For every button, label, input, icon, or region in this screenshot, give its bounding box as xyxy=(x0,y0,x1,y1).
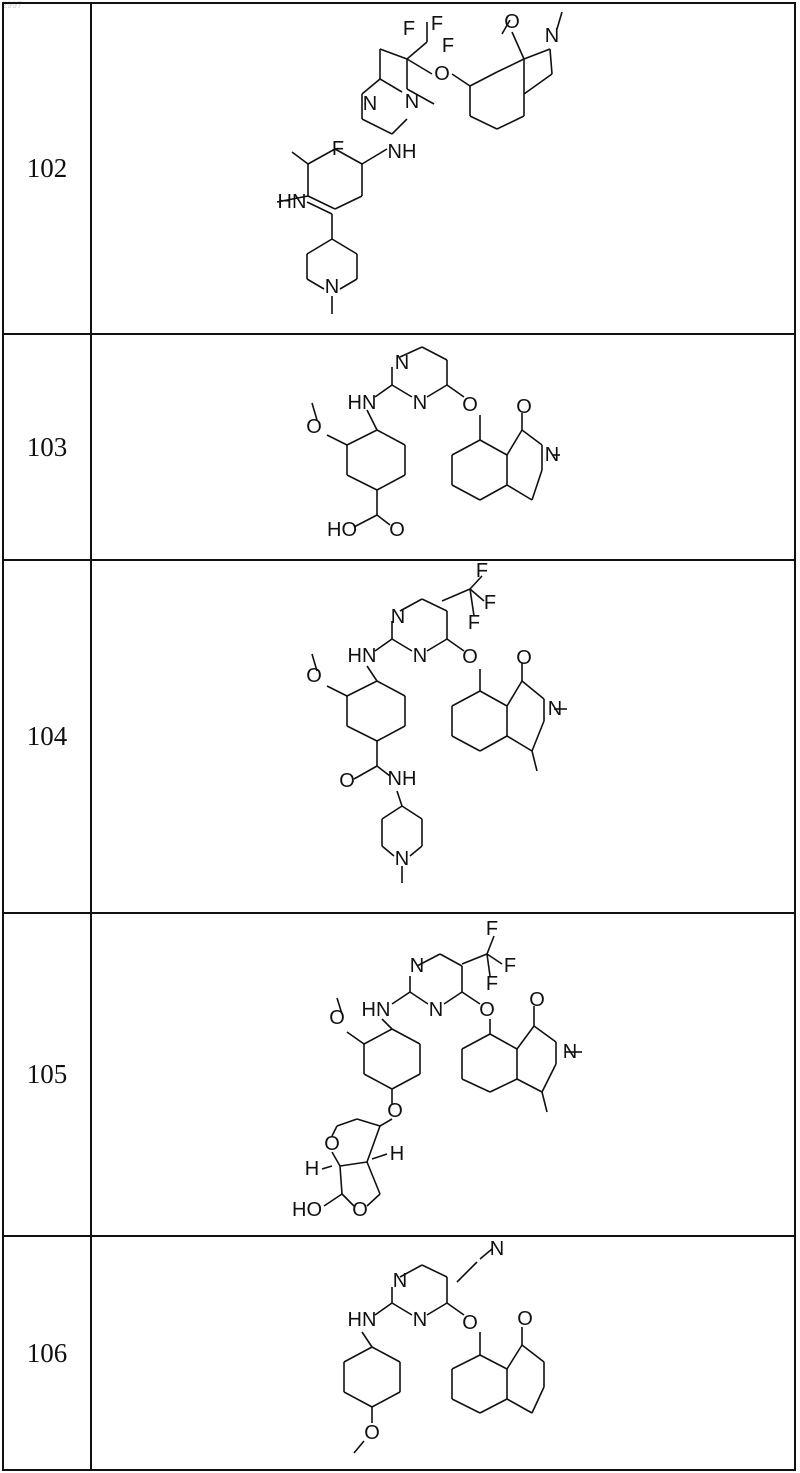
atom-label: HN xyxy=(348,645,377,667)
atom-label: O xyxy=(462,1312,478,1334)
compound-id: 103 xyxy=(3,334,91,560)
atom-label: N xyxy=(545,444,559,466)
atom-label: H xyxy=(305,1158,319,1180)
atom-label: F xyxy=(504,955,516,977)
compound-id: 104 xyxy=(3,560,91,913)
atom-label: O xyxy=(387,1100,403,1122)
atom-label: HN xyxy=(348,392,377,414)
atom-label: N xyxy=(413,645,427,667)
structure-cell: F F F N HN N O O O N O O H H O HO xyxy=(91,913,795,1236)
atom-label: N xyxy=(413,1309,427,1331)
atom-label: O xyxy=(516,396,532,418)
atom-label: O xyxy=(517,1308,533,1330)
atom-label: N xyxy=(395,352,409,374)
chemical-structure-105: F F F N HN N O O O N O O H H O HO xyxy=(92,914,798,1237)
atom-label: F xyxy=(431,13,443,35)
chemical-structure-106: N N HN N O O O xyxy=(92,1237,798,1471)
atom-label: N xyxy=(413,392,427,414)
compound-id: 106 xyxy=(3,1236,91,1470)
atom-label: N xyxy=(393,1270,407,1292)
atom-label: F xyxy=(468,612,480,634)
atom-label: O xyxy=(364,1422,380,1444)
atom-label: O xyxy=(306,665,322,687)
chemical-structure-103: N HN N O O O N HO O xyxy=(92,335,798,561)
atom-label: O xyxy=(529,989,545,1011)
structure-cell: N HN N O O O N HO O xyxy=(91,334,795,560)
atom-label: F xyxy=(332,138,344,160)
compound-row: 103 xyxy=(3,334,795,560)
compound-row: 105 xyxy=(3,913,795,1236)
structure-cell: F F F N HN N O O O N O NH N xyxy=(91,560,795,913)
compound-id: 105 xyxy=(3,913,91,1236)
atom-label: HO xyxy=(327,519,357,541)
atom-label: N xyxy=(490,1238,504,1260)
compound-row: 104 xyxy=(3,560,795,913)
structure-cell: F F F O N O N N F NH HN N xyxy=(91,3,795,334)
atom-label: HO xyxy=(292,1199,322,1221)
atom-label: NH xyxy=(388,141,417,163)
atom-label: HN xyxy=(278,191,307,213)
atom-label: NH xyxy=(388,768,417,790)
atom-label: F xyxy=(484,592,496,614)
atom-label: F xyxy=(442,35,454,57)
atom-label: N xyxy=(363,93,377,115)
atom-label: N xyxy=(545,25,559,47)
atom-label: O xyxy=(504,11,520,33)
atom-label: O xyxy=(516,647,532,669)
atom-label: N xyxy=(405,91,419,113)
atom-label: N xyxy=(410,955,424,977)
atom-label: O xyxy=(462,394,478,416)
atom-label: HN xyxy=(362,999,391,1021)
atom-label: O xyxy=(389,519,405,541)
atom-label: O xyxy=(462,646,478,668)
atom-label: O xyxy=(339,770,355,792)
chemical-structure-102: F F F O N O N N F NH HN N xyxy=(92,4,798,335)
atom-label: HN xyxy=(348,1309,377,1331)
atom-label: F xyxy=(403,18,415,40)
compound-id: 102 xyxy=(3,3,91,334)
atom-label: H xyxy=(390,1143,404,1165)
atom-label: O xyxy=(324,1133,340,1155)
atom-label: F xyxy=(486,973,498,995)
structure-cell: N N HN N O O O xyxy=(91,1236,795,1470)
chemical-structure-104: F F F N HN N O O O N O NH N xyxy=(92,561,798,914)
atom-label: N xyxy=(325,276,339,298)
atom-label: O xyxy=(434,63,450,85)
atom-label: O xyxy=(352,1199,368,1221)
atom-label: O xyxy=(479,999,495,1021)
atom-label: N xyxy=(563,1041,577,1063)
atom-label: O xyxy=(306,416,322,438)
atom-label: N xyxy=(395,848,409,870)
atom-label: O xyxy=(329,1007,345,1029)
atom-label: N xyxy=(548,698,562,720)
compound-row: 102 xyxy=(3,3,795,334)
atom-label: F xyxy=(486,918,498,940)
compound-row: 106 xyxy=(3,1236,795,1470)
atom-label: N xyxy=(391,606,405,628)
atom-label: N xyxy=(429,999,443,1021)
atom-label: F xyxy=(476,561,488,582)
